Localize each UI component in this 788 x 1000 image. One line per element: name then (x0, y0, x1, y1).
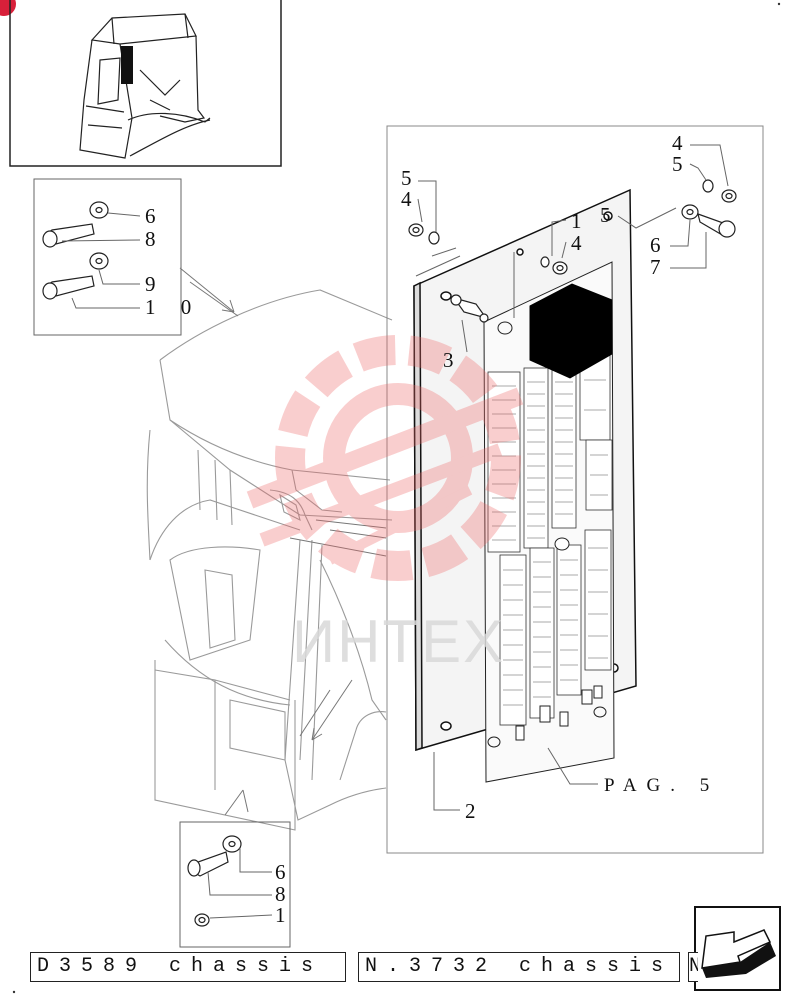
callout-10-top: 1 0 (145, 295, 202, 319)
spacer-stud (450, 294, 489, 323)
red-corner-marker-icon (0, 0, 16, 16)
terminal-studs (515, 537, 603, 741)
callout-4-panel-mid: 4 (571, 231, 583, 255)
callout-5-panel-right: 5 (672, 152, 684, 176)
indicator-arrows (179, 267, 387, 816)
callout-1-panel-mid: 1 (571, 209, 583, 233)
callout-3-spacer: 3 (443, 348, 455, 372)
callout-8-top: 8 (145, 227, 157, 251)
callout-1-bottom: 1 (275, 903, 287, 927)
footer-chassis-tail: N (688, 952, 698, 982)
pointer-bar (121, 46, 133, 84)
callout-6-top: 6 (145, 204, 157, 228)
footer-chassis-left: D3589 chassis (30, 952, 346, 982)
callout-6-panel-right: 6 (650, 233, 662, 257)
next-page-arrow-icon (694, 906, 781, 991)
hardware-inset-top (33, 178, 182, 336)
callout-5-panel-right-lower: 5 (600, 203, 612, 227)
leader-lines-top (61, 212, 141, 309)
panel-leader-lines (415, 144, 729, 811)
fuse-slots (492, 349, 608, 706)
thumbnail-frame (9, 0, 282, 167)
bolt-washer-set-top (42, 201, 109, 300)
leader-lines-bottom (207, 848, 273, 919)
footer-chassis-right: N.3732 chassis (358, 952, 680, 982)
callout-4-panel-right: 4 (672, 131, 684, 155)
panel-frame (386, 125, 764, 854)
callout-7-panel-right: 7 (650, 255, 662, 279)
cab-thumbnail-icon (79, 13, 211, 159)
bolt-washer-set-bottom (187, 835, 242, 927)
relay-block (529, 283, 613, 379)
callout-8-bottom: 8 (275, 882, 287, 906)
callout-9-top: 9 (145, 272, 157, 296)
callout-6-bottom: 6 (275, 860, 287, 884)
page-reference: PAG. 5 (604, 775, 720, 796)
callout-4-panel-left: 4 (401, 187, 413, 211)
callout-5-panel-left: 5 (401, 166, 413, 190)
callout-2-board: 2 (465, 799, 477, 823)
cab-silhouette (146, 289, 393, 831)
fastener-hardware (408, 179, 737, 275)
watermark-text: ИНТЕХ (292, 608, 506, 675)
hardware-inset-bottom (179, 821, 291, 948)
edge-marks (12, 2, 781, 994)
watermark-logo (246, 335, 524, 581)
